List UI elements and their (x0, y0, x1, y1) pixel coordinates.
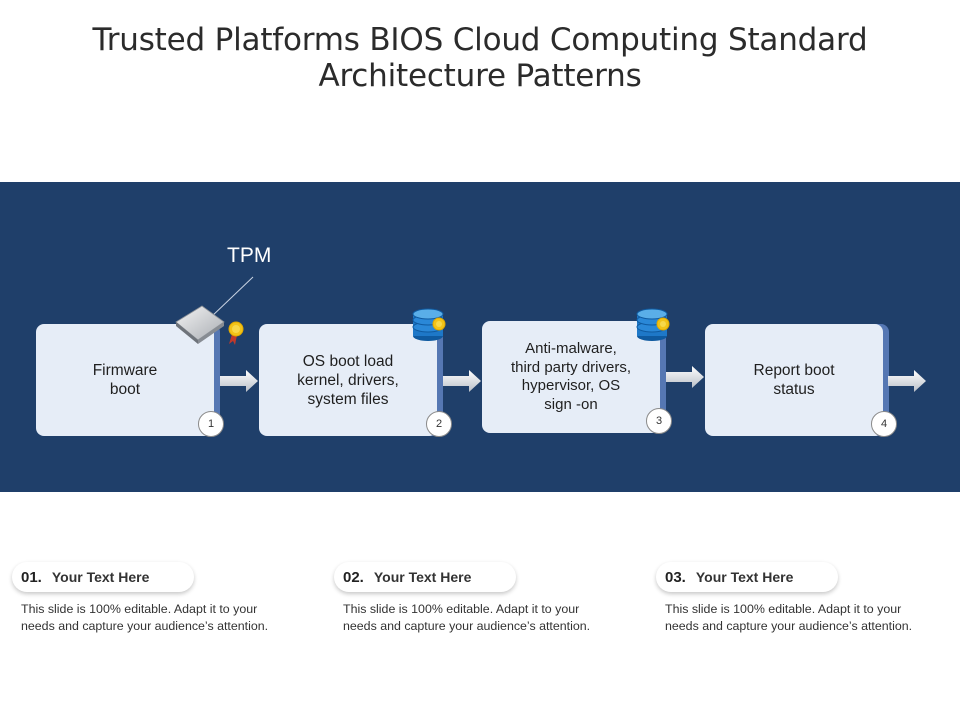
footer-heading-pill: 01. Your Text Here (12, 562, 194, 592)
footer-heading: Your Text Here (373, 569, 472, 585)
right-arrow-icon (666, 366, 704, 388)
step-3-line-1: Anti-malware, (525, 340, 617, 357)
footer-heading: Your Text Here (695, 569, 794, 585)
footer-desc-line-2: needs and capture your audience’s attent… (343, 618, 591, 633)
right-arrow-icon (443, 370, 481, 392)
footer-block-1: 01. Your Text Here This slide is 100% ed… (12, 562, 292, 634)
footer-desc-line-1: This slide is 100% editable. Adapt it to… (665, 602, 902, 616)
database-icon (636, 308, 670, 341)
chip-icon (175, 305, 244, 345)
step-2-line-3: system files (307, 390, 389, 408)
footer-description: This slide is 100% editable. Adapt it to… (12, 601, 292, 634)
step-2-line-2: kernel, drivers, (297, 371, 399, 389)
footer-desc-line-2: needs and capture your audience’s attent… (665, 618, 913, 633)
step-number-4: 4 (871, 411, 897, 437)
footer-description: This slide is 100% editable. Adapt it to… (656, 601, 936, 634)
footer-block-3: 03. Your Text Here This slide is 100% ed… (656, 562, 936, 634)
footer-heading: Your Text Here (51, 569, 150, 585)
step-text-4: Report boot status (705, 324, 883, 436)
footer-desc-line-2: needs and capture your audience’s attent… (21, 618, 269, 633)
footer-block-2: 02. Your Text Here This slide is 100% ed… (334, 562, 614, 634)
step-3-line-4: sign -on (544, 395, 598, 413)
footer-number: 02. (343, 568, 364, 586)
right-arrow-icon (888, 370, 926, 392)
step-4-line-2: status (773, 381, 815, 398)
footer-heading-pill: 02. Your Text Here (334, 562, 516, 592)
step-1-line-2: boot (109, 381, 141, 398)
step-3-line-2: third party drivers, (510, 358, 632, 376)
step-card-3: Anti-malware,third party drivers,hypervi… (482, 321, 666, 433)
step-number-3: 3 (646, 408, 672, 434)
step-1-line-1: Firmware (92, 362, 158, 379)
step-card-1: Firmware boot (36, 324, 220, 436)
footer-description: This slide is 100% editable. Adapt it to… (334, 601, 614, 634)
footer-number: 03. (665, 568, 686, 586)
step-card-4: Report boot status (705, 324, 889, 436)
certificate-seal-icon (228, 321, 244, 345)
step-number-1: 1 (198, 411, 224, 437)
slide-title: Trusted Platforms BIOS Cloud Computing S… (92, 22, 868, 94)
footer-desc-line-1: This slide is 100% editable. Adapt it to… (343, 602, 580, 616)
footer-number: 01. (21, 568, 42, 586)
database-icon (412, 308, 446, 341)
right-arrow-icon (220, 370, 258, 392)
step-text-1: Firmware boot (36, 324, 214, 436)
step-number-2: 2 (426, 411, 452, 437)
step-text-3: Anti-malware,third party drivers,hypervi… (482, 321, 660, 433)
footer-desc-line-1: This slide is 100% editable. Adapt it to… (21, 602, 258, 616)
footer-heading-pill: 03. Your Text Here (656, 562, 838, 592)
tpm-label: TPM (227, 244, 272, 267)
step-2-line-1: OS boot load (302, 352, 394, 370)
step-3-line-3: hypervisor, OS (521, 377, 621, 394)
step-4-line-1: Report boot (753, 362, 835, 379)
